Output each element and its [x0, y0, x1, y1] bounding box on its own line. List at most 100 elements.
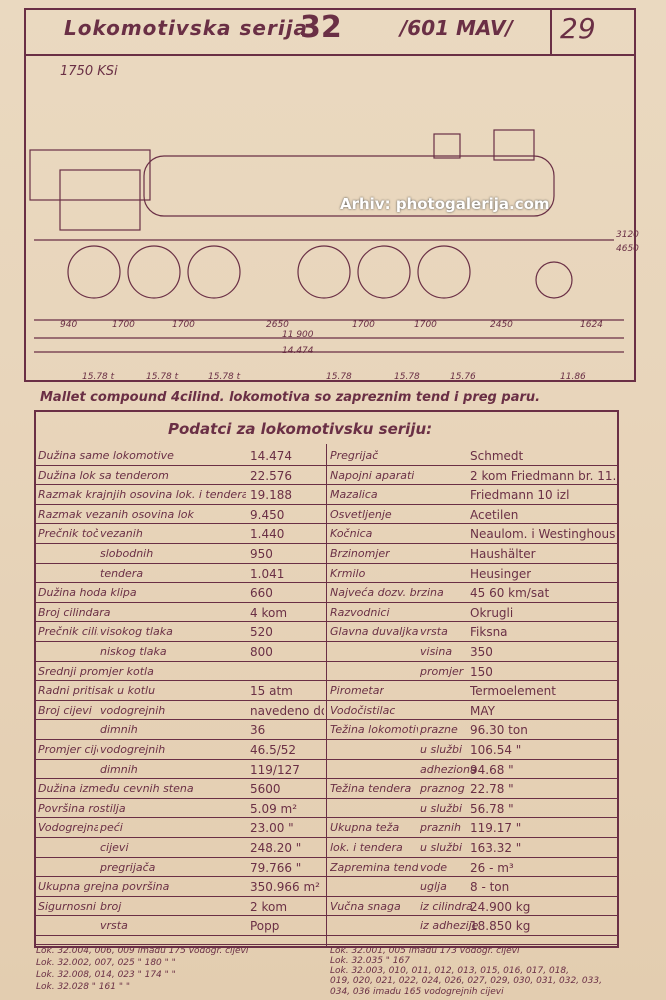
dimension-label: 2650 — [266, 320, 289, 330]
table-row-label: Težina tendera — [330, 782, 412, 796]
wheel — [357, 245, 411, 299]
table-row-value: 106.54 " — [470, 743, 522, 757]
document-title: Lokomotivska serija — [64, 16, 309, 40]
footnote-right: Lok. 32.003, 010, 011, 012, 013, 015, 01… — [330, 966, 570, 976]
table-row-label: Vodočistilac — [330, 703, 396, 717]
table-row-value: Friedmann 10 izl — [470, 488, 570, 503]
table-row-line — [34, 719, 326, 721]
table-row-sublabel: pregrijača — [100, 860, 156, 874]
table-row-line — [34, 680, 326, 682]
height-dimension: 3120 — [616, 230, 639, 240]
table-row-label: Dužina između cevnih stena — [38, 782, 194, 796]
table-row-line — [326, 895, 619, 897]
archive-watermark: Arhiv: photogalerija.com — [340, 195, 550, 213]
table-row-line — [326, 837, 619, 838]
table-row-value: 19.188 — [250, 488, 292, 503]
table-row-label: Kočnica — [330, 527, 373, 541]
table-row-sublabel: visina — [420, 645, 453, 658]
table-row-sublabel: cijevi — [100, 841, 129, 854]
table-row-line — [34, 895, 326, 897]
table-row-value: 1.440 — [250, 527, 285, 542]
table-row-sublabel: slobodnih — [100, 547, 154, 560]
table-row-sublabel: vodogrejnih — [100, 743, 166, 756]
table-row-value: Popp — [250, 919, 280, 934]
wheel — [67, 245, 121, 299]
page-number: 29 — [560, 12, 596, 45]
table-row-value: 2 kom Friedmann br. 11.9 — [470, 468, 616, 483]
table-row-line — [326, 935, 619, 936]
table-row-label: Najveća dozv. brzina — [330, 586, 444, 600]
table-row-label: Broj cilindara — [38, 605, 111, 619]
dimension-label: 1700 — [414, 320, 437, 330]
table-divider — [326, 444, 327, 948]
table-row-value: 1.041 — [250, 566, 285, 581]
dimension-label: 2450 — [490, 320, 513, 330]
table-row-label: Težina lokomotive — [330, 723, 418, 737]
table-row-line — [34, 876, 326, 878]
table-row-value: 24.900 kg — [470, 899, 531, 914]
table-row-value: Neaulom. i Westinghouse — [470, 527, 616, 542]
table-row-label: Razmak vezanih osovina lok — [38, 507, 194, 521]
table-row-value: 950 — [250, 547, 273, 561]
table-row-label: Pirometar — [330, 684, 385, 698]
table-row-line — [34, 621, 326, 623]
table-row-sublabel: vrsta — [100, 919, 128, 933]
table-row-value: navedeno dole — [250, 703, 324, 718]
table-row-line — [34, 464, 326, 466]
table-row-value: 350 — [470, 645, 493, 659]
height-dimension: 4650 — [616, 244, 639, 254]
table-row-label: Srednji promjer kotla — [38, 664, 154, 678]
axle-load: 11.86 — [560, 372, 586, 382]
table-row-label: Osvetljenje — [330, 507, 392, 521]
table-row-label: Zapremina tendera — [330, 860, 418, 874]
table-row-value: 5600 — [250, 782, 281, 797]
table-row-line — [34, 543, 326, 544]
table-row-line — [326, 817, 619, 819]
table-row-line — [326, 503, 619, 505]
axle-load: 15.76 — [450, 372, 476, 382]
table-row-label: Sigurnosni ventili — [38, 899, 98, 913]
table-row-line — [34, 562, 326, 564]
table-row-line — [34, 582, 326, 584]
table-row-line — [34, 523, 326, 525]
table-row-label: Dužina hoda klipa — [38, 586, 137, 600]
boiler — [143, 155, 555, 217]
table-row-value: 56.78 " — [470, 801, 514, 816]
table-row-value: 4 kom — [250, 605, 288, 620]
table-row-line — [326, 680, 619, 682]
table-row-line — [34, 699, 326, 701]
table-row-value: 248.20 " — [250, 841, 302, 855]
table-row-line — [326, 562, 619, 564]
table-row-sublabel: u službi — [420, 841, 463, 854]
table-row-line — [326, 601, 619, 603]
footnote-right: Lok. 32.035 " 167 — [330, 956, 410, 966]
locomotive-description: Mallet compound 4cilind. lokomotiva so z… — [40, 390, 541, 405]
chimney — [493, 129, 535, 161]
table-row-value: 36 — [250, 723, 266, 738]
table-row-label: Mazalica — [330, 488, 378, 502]
dimension-total: 14.474 — [282, 346, 314, 356]
table-row-label: Razmak krajnjih osovina lok. i tendera — [38, 488, 246, 502]
table-row-value: 8 - ton — [470, 880, 510, 895]
axle-load: 15.78 t — [208, 372, 241, 382]
axle-load: 15.78 — [326, 372, 352, 382]
table-row-line — [34, 660, 326, 662]
table-row-line — [326, 464, 619, 466]
mav-series: /601 MAV/ — [400, 16, 513, 40]
table-row-label: lok. i tendera — [330, 841, 403, 854]
table-row-line — [326, 778, 619, 780]
table-row-sublabel: vezanih — [100, 527, 143, 541]
table-row-label: Dužina lok sa tenderom — [38, 468, 169, 482]
footnote-right: Lok. 32.001, 005 imadu 173 vodogr. cijev… — [330, 946, 520, 956]
footnote-left: Lok. 32.004, 006, 009 imadu 175 vodogr. … — [36, 946, 249, 956]
table-row-line — [34, 641, 326, 642]
table-row-line — [34, 935, 326, 936]
table-row-sublabel: visokog tlaka — [100, 625, 173, 639]
table-row-value: 119/127 — [250, 762, 300, 777]
table-row-label: Vodogrejna površina — [38, 821, 98, 835]
table-row-value: Haushälter — [470, 547, 536, 561]
footnote-right: 034, 036 imadu 165 vodogrejnih cijevi — [330, 987, 504, 997]
table-row-line — [326, 484, 619, 486]
table-row-sublabel: peći — [100, 821, 123, 835]
